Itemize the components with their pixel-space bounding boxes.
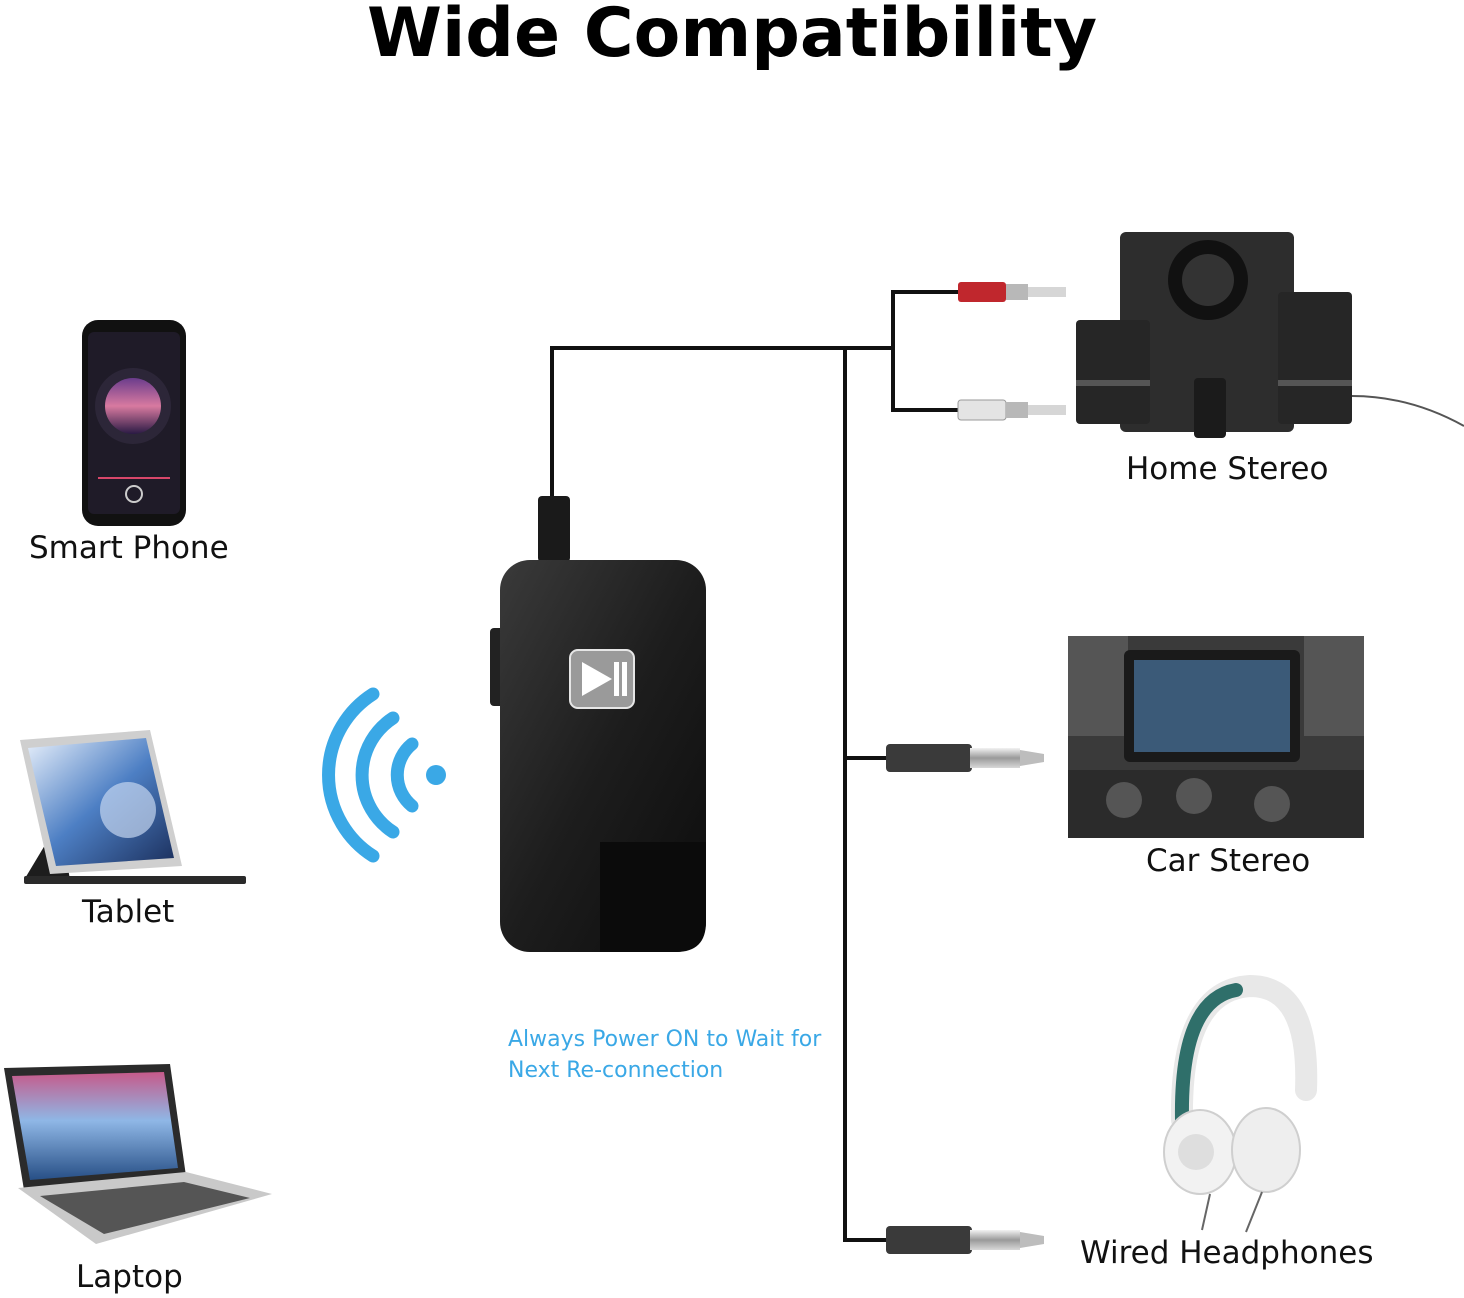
- bluetooth-receiver: [490, 496, 706, 952]
- power-note-line-2: Next Re-connection: [508, 1058, 724, 1083]
- headphones-icon: [1163, 974, 1318, 1233]
- rca-red-plug: [958, 282, 1066, 302]
- aux-jack-car: [886, 744, 1044, 772]
- page-title: Wide Compatibility: [366, 0, 1098, 73]
- cable-network: [550, 290, 960, 1242]
- label-smart-phone: Smart Phone: [29, 530, 229, 566]
- car-stereo-icon: [1068, 636, 1364, 838]
- power-note-line-1: Always Power ON to Wait for: [508, 1027, 822, 1052]
- label-laptop: Laptop: [76, 1259, 183, 1295]
- label-car-stereo: Car Stereo: [1146, 843, 1311, 879]
- label-home-stereo: Home Stereo: [1126, 451, 1329, 487]
- play-pause-icon: [569, 649, 635, 709]
- rca-branch: [845, 290, 960, 412]
- rca-white-plug: [957, 399, 1066, 421]
- label-tablet: Tablet: [82, 894, 175, 930]
- home-stereo-icon: [1076, 232, 1464, 438]
- tablet-icon: [20, 730, 246, 884]
- smartphone-icon: [82, 320, 186, 526]
- laptop-icon: [4, 1064, 272, 1244]
- power-note: Always Power ON to Wait for Next Re-conn…: [508, 1024, 821, 1086]
- wireless-signal-icon: [322, 687, 446, 863]
- aux-jack-headphones: [886, 1226, 1044, 1254]
- label-wired-headphones: Wired Headphones: [1080, 1235, 1374, 1271]
